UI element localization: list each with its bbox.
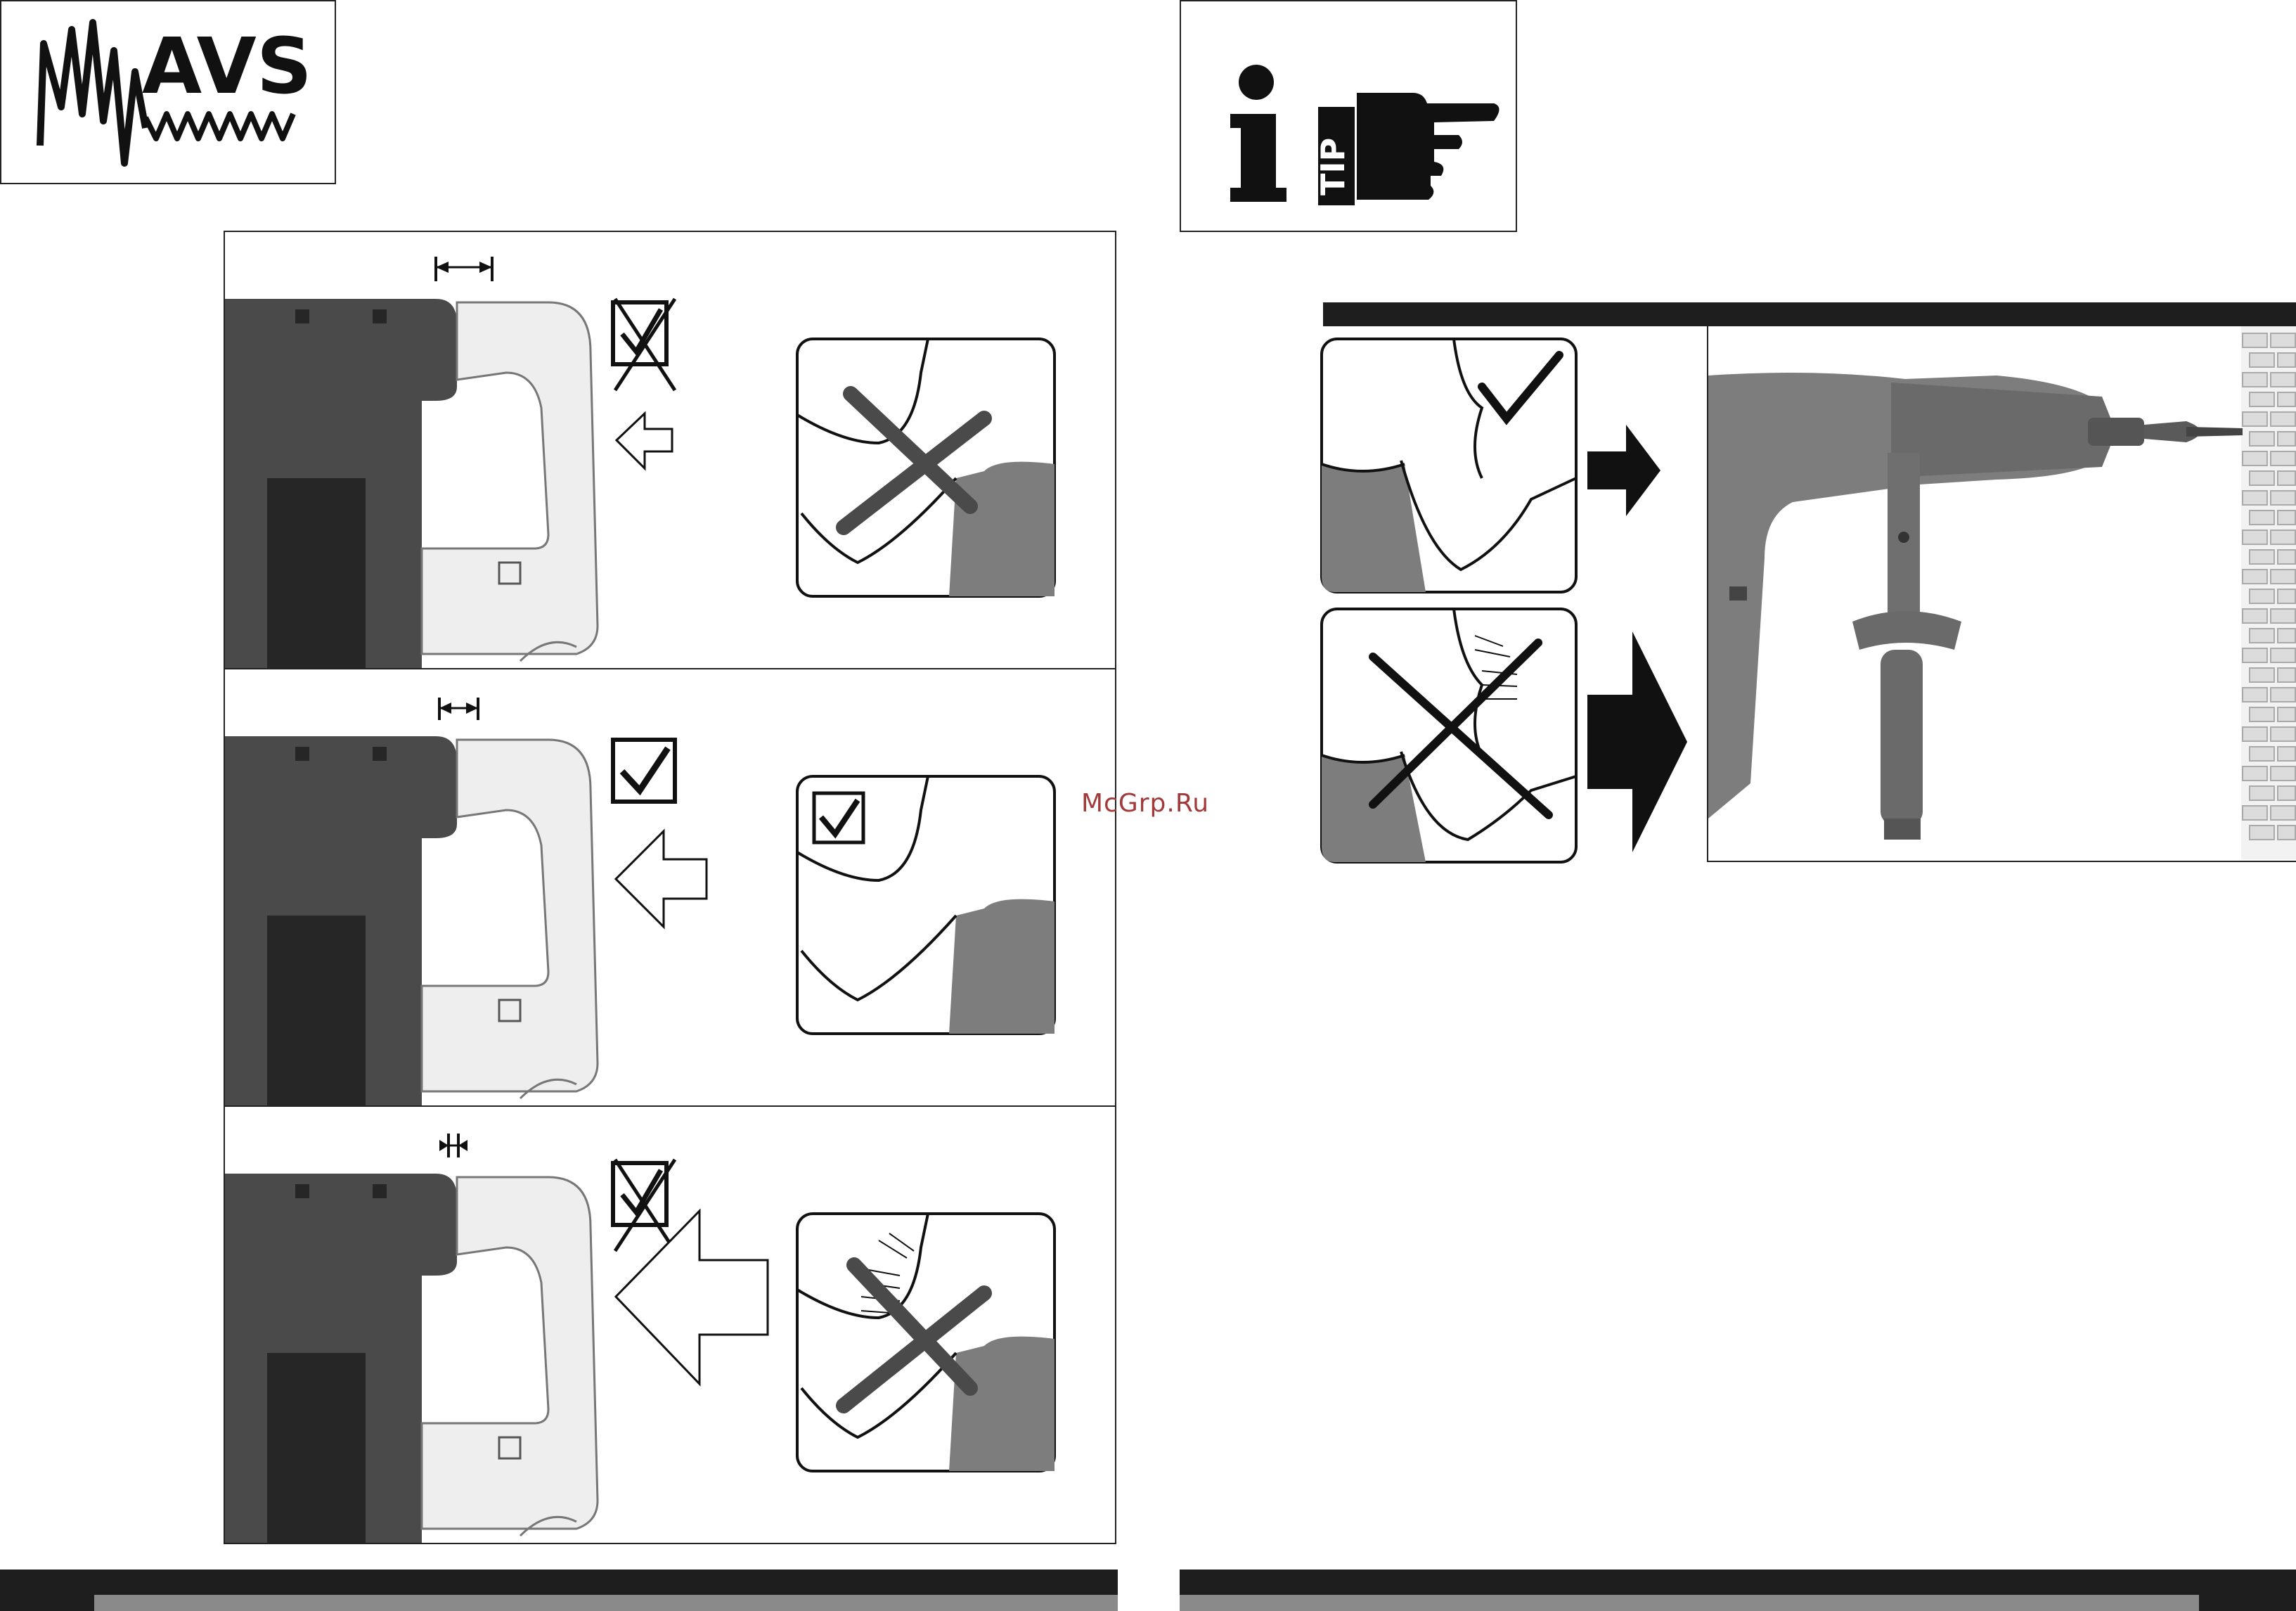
watermark: McGrp.Ru [1081, 789, 1209, 818]
rotary-hammer-figure [1707, 326, 2296, 862]
push-arrow-large-icon [616, 1211, 768, 1384]
panel-grip-3 [224, 1105, 1116, 1544]
good-posture-box [1320, 338, 1578, 593]
tip-text: TIP [1314, 138, 1352, 195]
rotary-hammer-illustration [1708, 373, 2243, 840]
tip-box: TIP [1180, 0, 1517, 232]
checkbox-checked-icon [613, 740, 675, 802]
drill-illustration-3 [225, 1134, 598, 1543]
drill-illustration-1 [225, 257, 598, 668]
bad-posture-box [1320, 608, 1578, 864]
pointing-hand-icon [1357, 93, 1500, 200]
right-footer-grey-band [1180, 1595, 2199, 1611]
avs-logo-box: AVS [0, 0, 336, 184]
good-arrow-icon [1587, 425, 1662, 516]
left-footer-grey-band [94, 1595, 1118, 1611]
arm-posture-check-icon [797, 776, 1055, 1034]
brick-wall-illustration [2241, 326, 2296, 859]
panel-grip-1 [224, 231, 1116, 669]
avs-brand-text: AVS [142, 21, 312, 111]
drill-illustration-2 [225, 698, 598, 1105]
tip-label: TIP [1314, 107, 1355, 205]
panel-grip-2 [224, 668, 1116, 1107]
crossed-checkbox-icon [613, 1160, 675, 1251]
grip-panels [224, 231, 1116, 1543]
right-section-bar [1323, 302, 2296, 326]
avs-logo-icon: AVS [1, 1, 335, 183]
arm-posture-vibration-cross-icon [797, 1214, 1055, 1471]
info-icon [1230, 65, 1286, 202]
arm-posture-cross-icon [797, 339, 1055, 596]
push-arrow-medium-icon [616, 831, 707, 927]
crossed-checkbox-icon [613, 299, 675, 390]
push-arrow-small-icon [617, 413, 672, 468]
bad-arrow-icon [1587, 631, 1689, 852]
